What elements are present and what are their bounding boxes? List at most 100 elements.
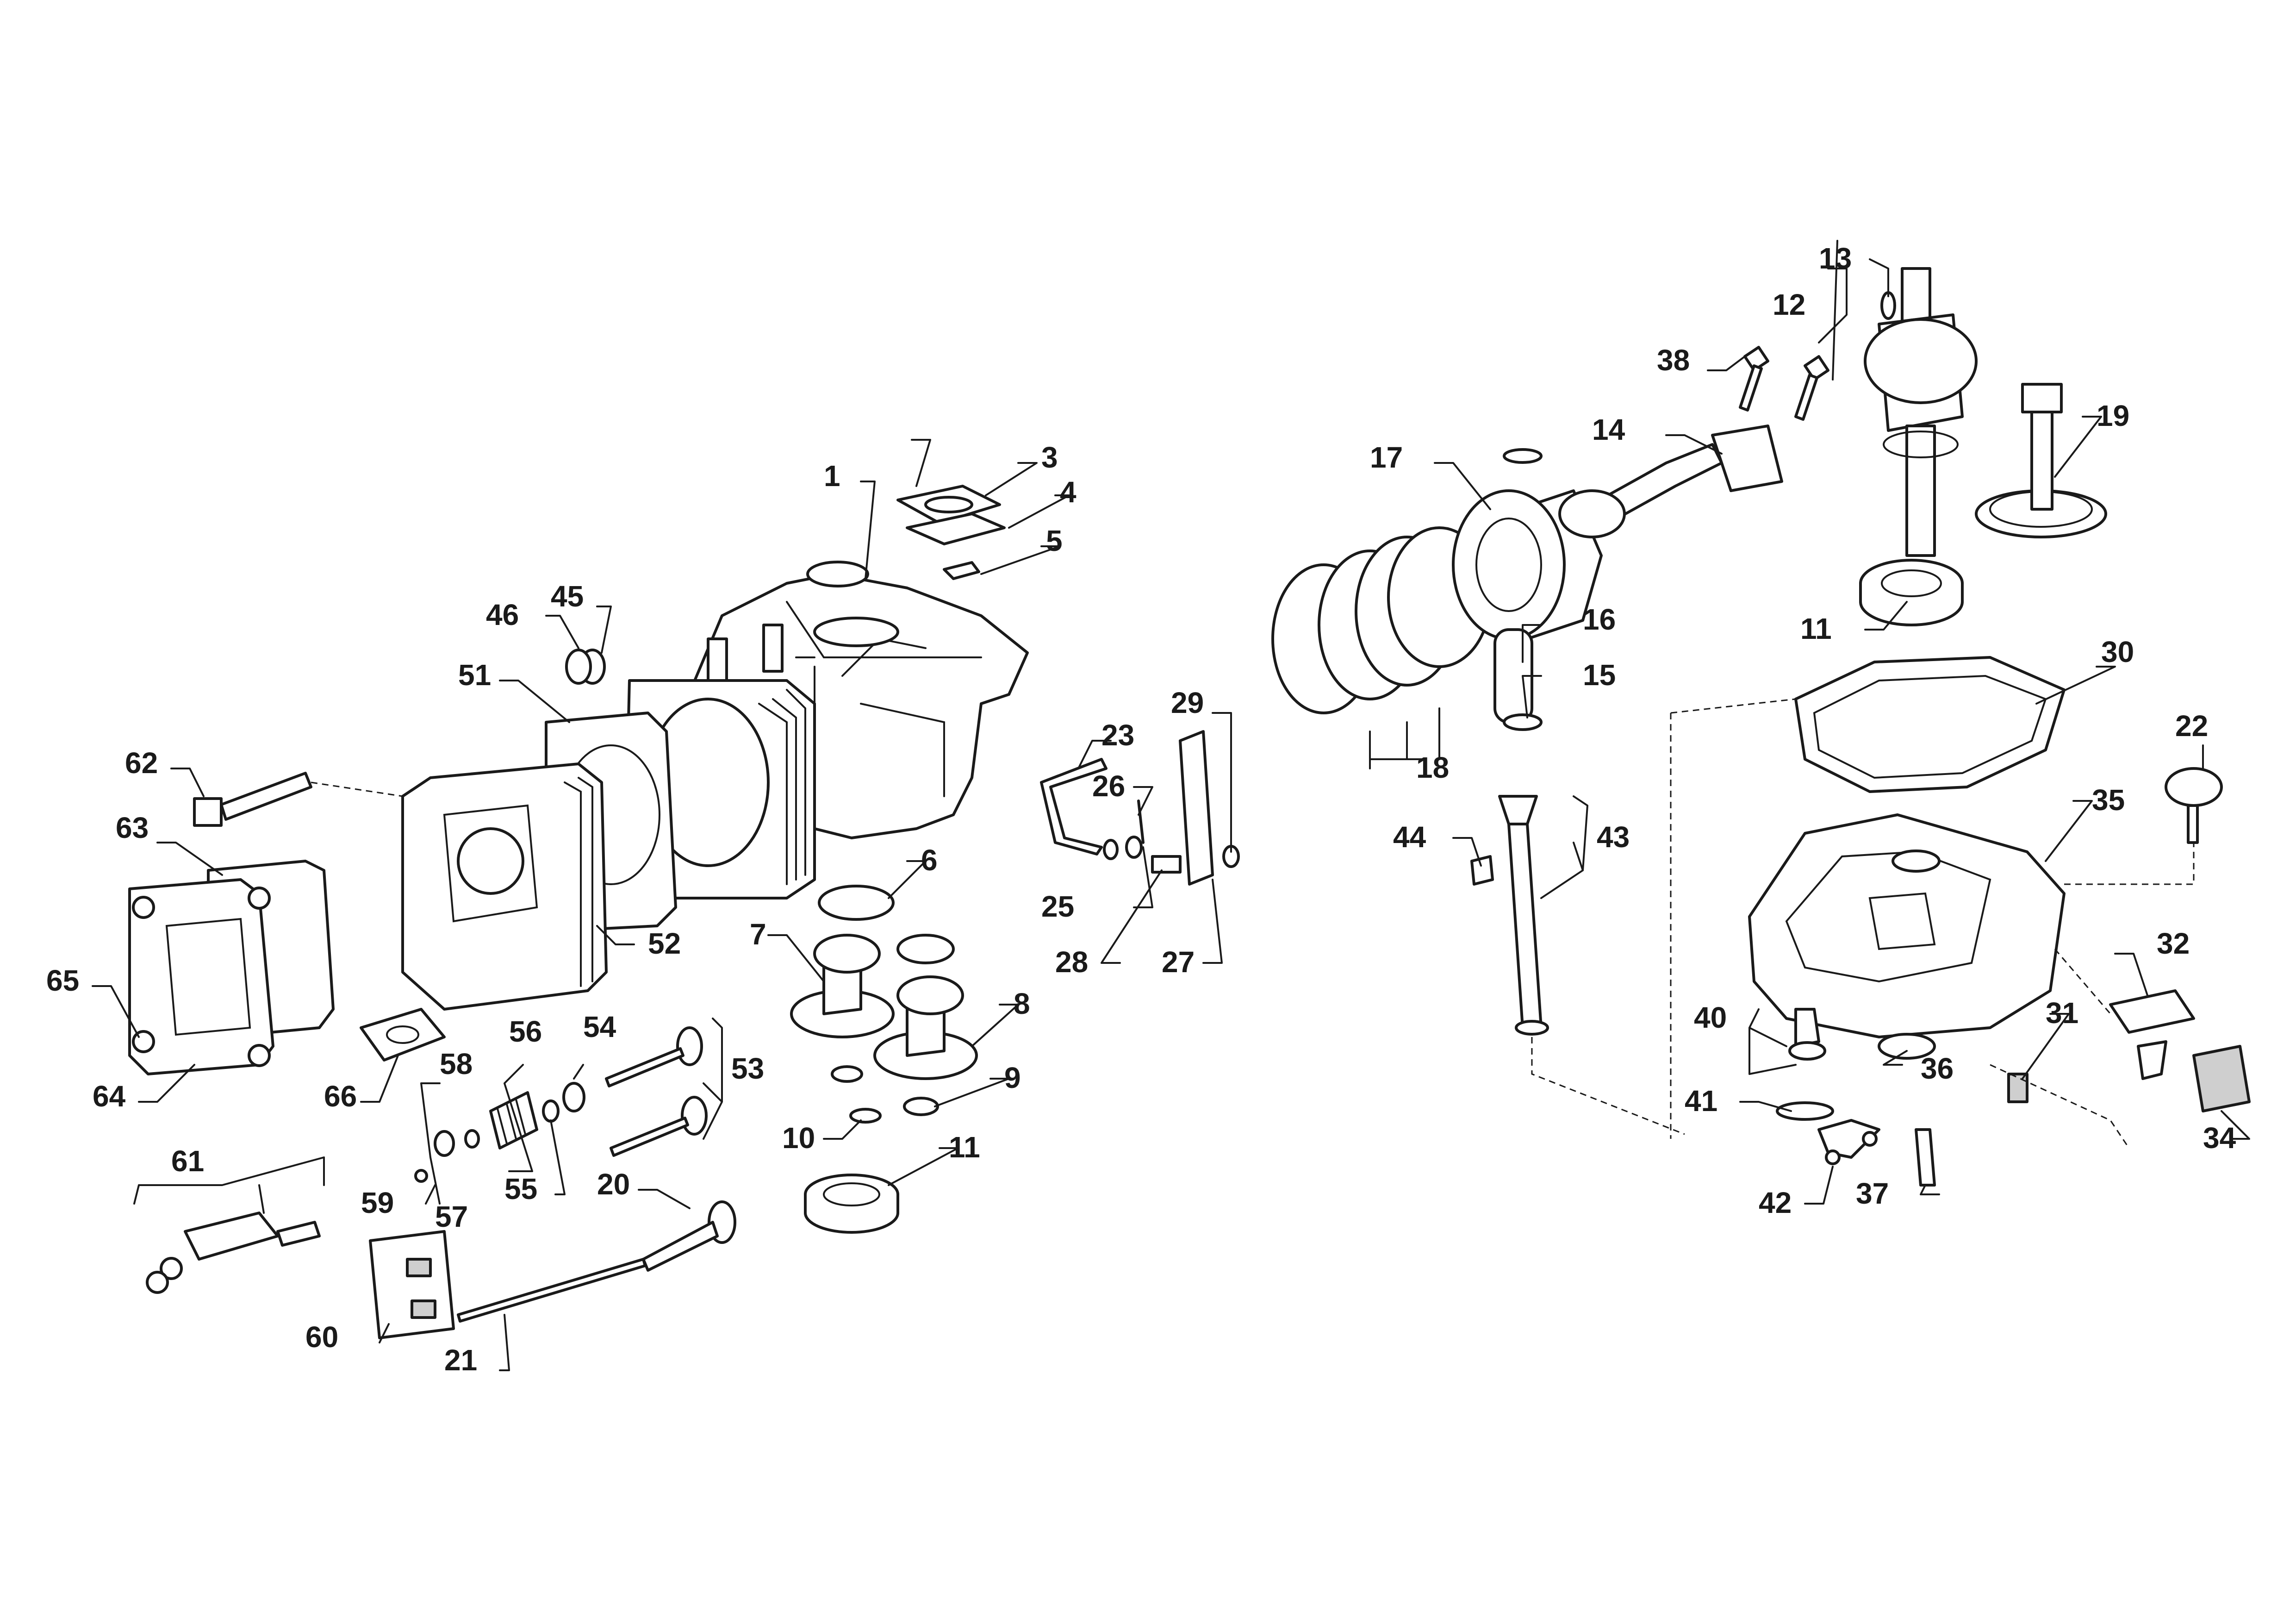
callout-36: 36 [1921,1052,1954,1085]
callout-54: 54 [583,1010,616,1043]
callout-46: 46 [486,598,519,631]
sump-bolt [1915,1128,1936,1187]
dipstick-cap [1498,795,1538,825]
callout-38: 38 [1657,344,1690,377]
callout-56: 56 [509,1015,542,1048]
callout-22: 22 [2175,709,2208,743]
callout-numbers: 1 3 4 5 6 7 8 9 10 11 11 12 13 14 15 16 … [46,242,2236,1377]
sump-cover [1748,813,2066,1038]
rocker-arm [146,1212,321,1294]
head-bolt [193,772,312,827]
callout-44: 44 [1393,820,1426,854]
callout-34: 34 [2203,1121,2236,1155]
o-ring [1776,1101,1834,1121]
callout-6: 6 [921,843,938,877]
filter-screen [2192,1045,2251,1112]
crankcase-assembly [623,485,1029,899]
valve-seal [562,1082,585,1112]
callout-7: 7 [750,918,766,951]
callout-29: 29 [1171,686,1204,719]
callout-52: 52 [648,927,681,960]
callout-65: 65 [46,964,79,997]
washer [831,1065,863,1083]
callout-16: 16 [1583,603,1616,636]
governor-lever [1179,730,1214,886]
callout-58: 58 [440,1047,473,1081]
callout-43: 43 [1597,820,1630,854]
callout-62: 62 [125,746,158,780]
oil-seal [1878,1033,1936,1060]
callout-1: 1 [824,459,840,493]
callout-11-right: 11 [1800,612,1832,645]
callout-51: 51 [458,658,491,692]
tube-screw [1470,855,1494,886]
callout-8: 8 [1014,987,1030,1020]
pin [1151,855,1182,874]
callout-35: 35 [2092,783,2125,817]
callout-4: 4 [1060,475,1076,509]
rod-bolt [1743,346,1769,372]
oil-fill-tube [1507,823,1543,1029]
crankshaft-assembly [1859,267,2107,626]
spring-seat [434,1130,455,1157]
drain-plug [1794,1008,1820,1048]
oil-seal [806,561,869,587]
intake-gasket [360,1008,446,1062]
reed-plate [943,561,980,580]
callout-3: 3 [1041,441,1058,474]
connecting-rod [1558,425,1783,538]
camshaft-and-bearings [790,885,978,1234]
callout-15: 15 [1583,658,1616,692]
callout-53: 53 [731,1052,764,1085]
callout-10: 10 [782,1121,815,1155]
callout-57: 57 [435,1200,468,1233]
push-rod-guide [369,1230,455,1339]
valve-retainer [542,1099,560,1123]
callout-12: 12 [1773,288,1805,321]
cover-screw [132,896,155,919]
callout-14: 14 [1592,413,1625,446]
callout-59: 59 [361,1186,394,1219]
sump-assembly [1670,656,2251,1187]
washer [1103,839,1119,860]
washer [565,649,592,685]
camshaft-gear [873,975,978,1080]
tappet [642,1200,736,1272]
main-bearing [804,1174,899,1234]
callout-31: 31 [2046,996,2078,1030]
piston-assembly [1271,346,1829,731]
cylinder-head-assembly [128,649,677,1075]
main-bearing [1859,559,1964,626]
callout-18: 18 [1416,751,1449,784]
callout-60: 60 [305,1320,338,1354]
governor-linkage [1040,730,1240,886]
deflector [2109,989,2195,1034]
crankshaft [1864,267,1978,557]
callout-5: 5 [1046,524,1063,557]
clip [2137,1040,2167,1080]
camshaft [790,934,895,1038]
valve [610,1096,708,1157]
circlip [1503,448,1543,464]
callout-27: 27 [1162,945,1195,979]
washer [903,1097,939,1116]
valve-train [146,1026,736,1339]
crankcase-stud-2 [762,624,784,673]
callout-41: 41 [1685,1084,1717,1118]
crankcase-bore-ring [813,617,899,647]
sump-gasket [1794,656,2066,793]
leader-lines [92,240,2250,1371]
valve-spring [489,1091,538,1149]
callout-55: 55 [504,1172,537,1206]
callout-37: 37 [1856,1177,1889,1210]
callout-23: 23 [1101,718,1134,752]
collet [414,1169,428,1183]
bearing [818,885,895,921]
gasket-block [2007,1073,2028,1103]
callout-32: 32 [2157,927,2190,960]
callout-40: 40 [1694,1001,1727,1034]
callout-13: 13 [1819,242,1852,275]
valve [605,1026,703,1087]
governor-shaft [1975,383,2107,538]
